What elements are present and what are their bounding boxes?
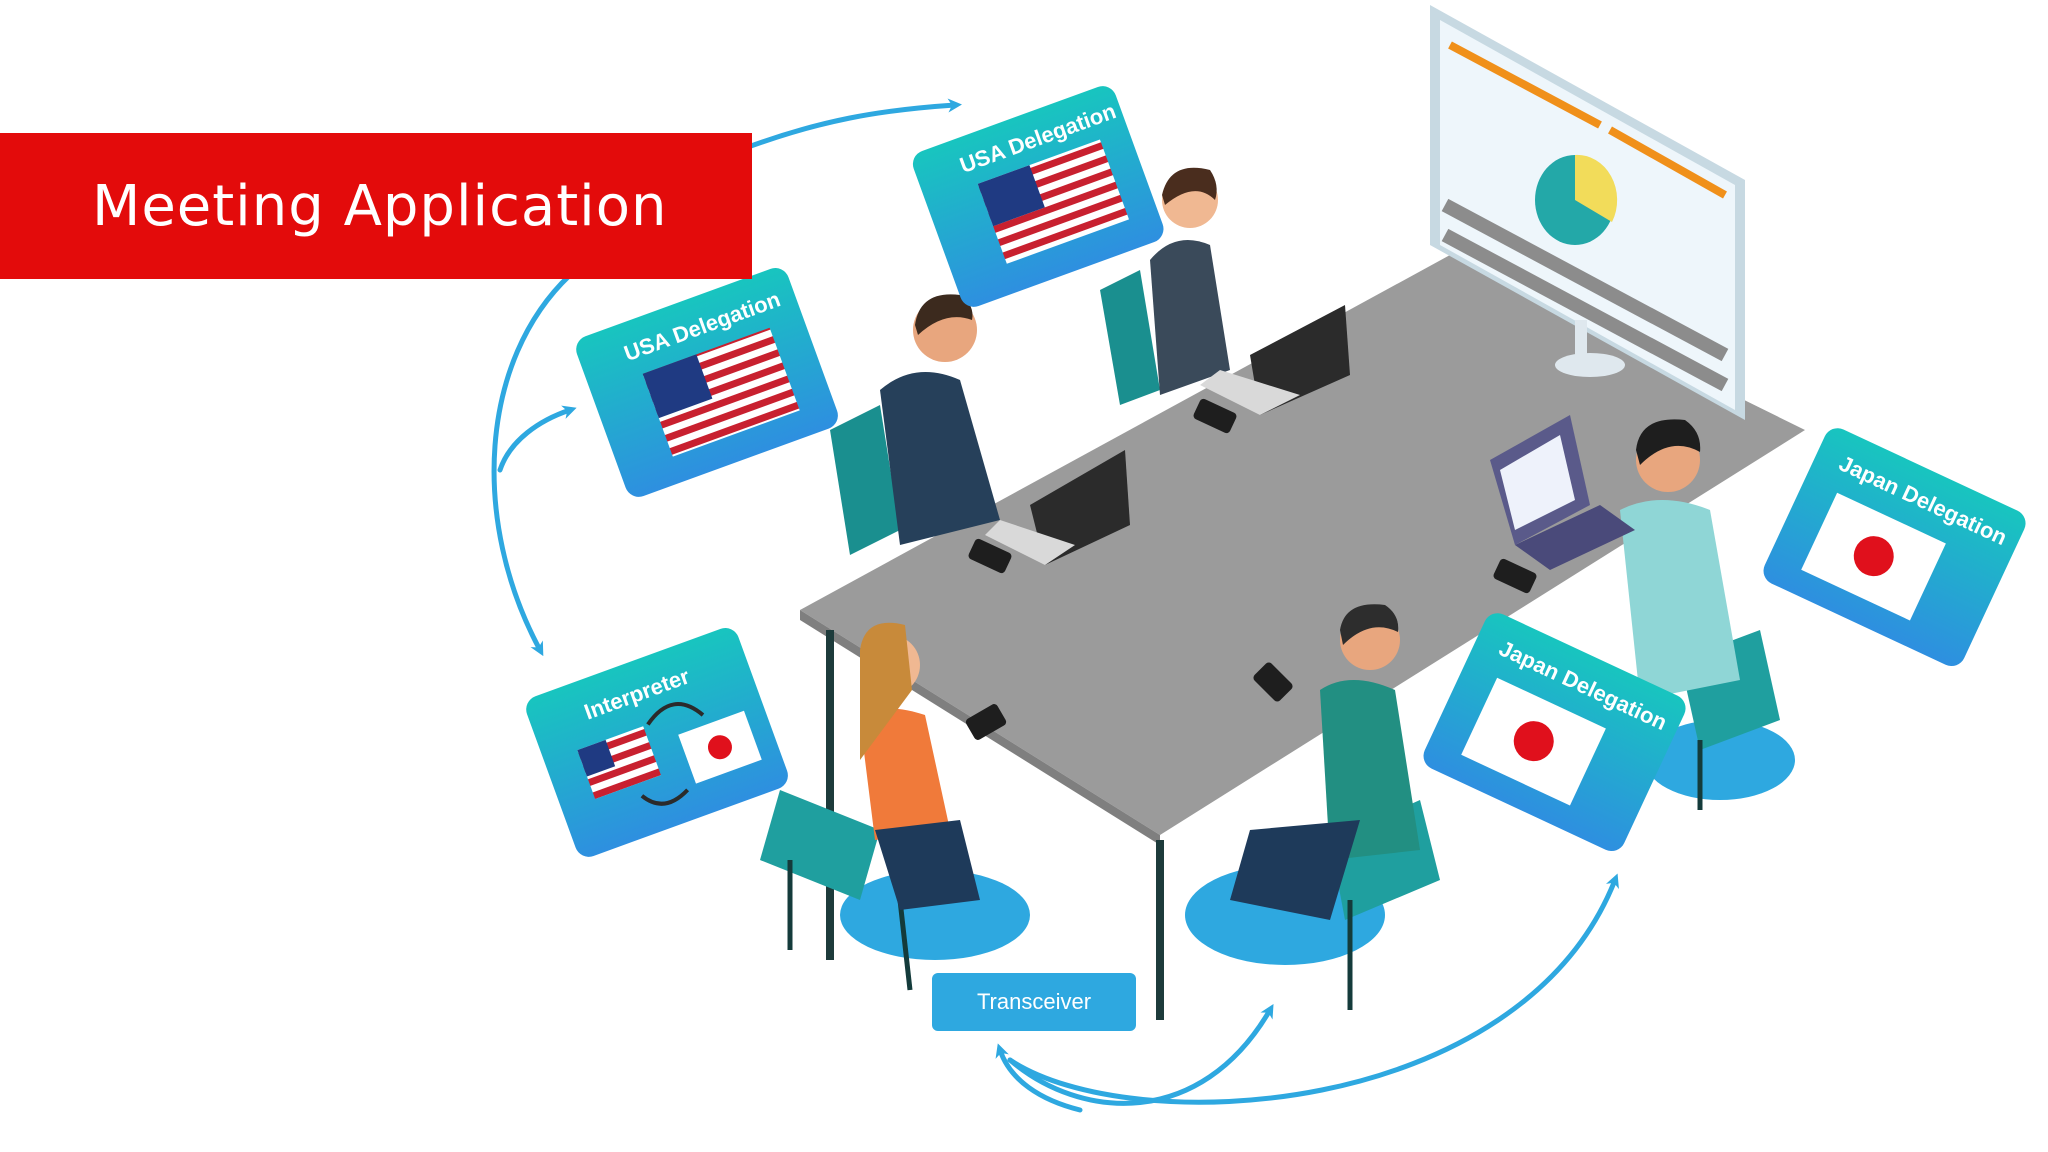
person-usa-man: [880, 294, 1000, 545]
arrow-banner-to-usa: [737, 98, 962, 153]
panel-interpreter: Interpreter: [526, 628, 788, 857]
transceiver-label: Transceiver: [932, 973, 1136, 1031]
panel-usa-front: USA Delegation: [576, 268, 838, 497]
title-banner: Meeting Application: [0, 133, 752, 279]
arrow-left-loop: [491, 272, 573, 657]
wall-monitor: [1430, 5, 1745, 420]
us-flag-icon: [977, 139, 1129, 264]
pie-chart-icon: [1535, 154, 1618, 245]
arrow-bottom-to-japan: [1007, 873, 1619, 1105]
panel-japan-front: Japan Delegation: [1423, 613, 1686, 852]
us-flag-icon: [577, 726, 661, 800]
page-title: Meeting Application: [92, 173, 668, 239]
person-usa-woman: [1150, 167, 1230, 395]
panel-japan-back: Japan Delegation: [1763, 428, 2026, 667]
phones: [965, 398, 1537, 740]
person-japan-front: [1230, 604, 1420, 920]
japan-flag-icon: [1461, 677, 1606, 806]
person-japan-back: [1620, 419, 1740, 700]
japan-flag-icon: [1801, 492, 1946, 621]
laptops: [985, 305, 1635, 570]
japan-flag-icon: [678, 710, 762, 784]
arrow-bottom-left: [995, 1043, 1083, 1113]
panel-usa-back: USA Delegation: [912, 86, 1164, 307]
us-flag-icon: [642, 327, 800, 457]
arrow-bottom-to-center: [1007, 1003, 1274, 1106]
arrow-left-up: [497, 405, 577, 473]
flow-arrows: [491, 98, 1619, 1113]
swap-arrows-icon: [640, 702, 705, 806]
person-interpreter: [860, 622, 980, 910]
